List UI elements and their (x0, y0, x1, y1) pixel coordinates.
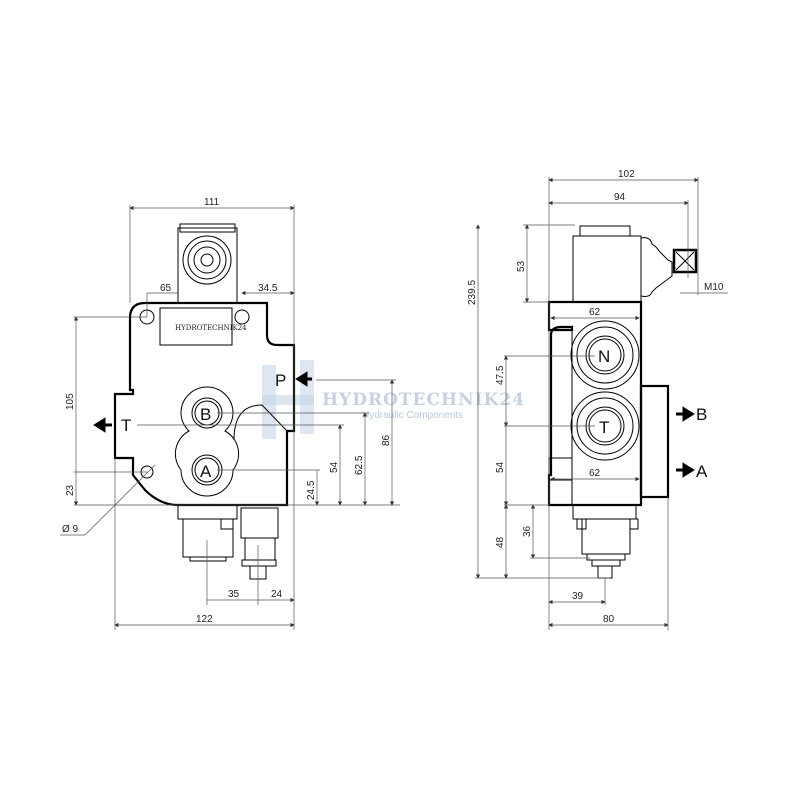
dim-35: 35 (228, 589, 240, 600)
drawing-line (585, 335, 625, 375)
port-label-t-side: T (599, 418, 609, 437)
drawing-line (588, 338, 622, 372)
dim-39: 39 (572, 591, 584, 602)
dim-47-5: 47.5 (495, 365, 506, 385)
dim-65: 65 (160, 283, 172, 294)
drawing-line (193, 246, 221, 274)
dim-86: 86 (381, 434, 392, 446)
dim-105: 105 (65, 393, 76, 410)
drawing-line (182, 235, 232, 285)
drawing-line (233, 404, 288, 441)
port-label-b: B (200, 405, 211, 424)
drawing-line (241, 559, 277, 567)
dim-dia-9: Ø 9 (62, 524, 79, 535)
drawing-line (174, 386, 240, 497)
dim-53: 53 (516, 260, 527, 272)
dim-62-5: 62.5 (354, 455, 365, 475)
dim-24: 24 (271, 589, 283, 600)
port-label-t: T (121, 416, 131, 435)
drawing-line (84, 464, 156, 536)
drawing-line (60, 205, 400, 630)
drawing-line (548, 457, 573, 481)
mounting-hole (234, 309, 250, 325)
dim-34-5: 34.5 (258, 283, 278, 294)
drawing-line (200, 253, 214, 267)
side-view: N T B A (467, 169, 728, 630)
drawing-line (187, 240, 227, 280)
port-label-a-side: A (696, 462, 708, 481)
drawing-line (570, 320, 640, 390)
watermark-brand: HYDROTECHNIK24 (322, 390, 525, 410)
port-label-n: N (598, 347, 610, 366)
dim-54-side: 54 (495, 461, 506, 473)
drawing-line (572, 504, 637, 520)
dim-36: 36 (522, 525, 533, 537)
drawing-line (579, 225, 631, 237)
arrow-out-b-icon (676, 406, 695, 422)
drawing-line (244, 537, 276, 561)
arrow-out-a-icon (676, 462, 695, 478)
relief-valve-nut (240, 507, 279, 539)
nameplate-brand: HYDROTECHNIK24 (175, 324, 247, 332)
dim-94: 94 (614, 192, 626, 203)
dim-24-5: 24.5 (306, 480, 317, 500)
watermark: HYDROTECHNIK24 Hydraulic Components (262, 360, 525, 439)
drawing-line (475, 177, 728, 630)
dim-62-bottom: 62 (589, 468, 601, 479)
drawing-line (576, 326, 634, 384)
drawing-line (220, 518, 234, 530)
port-label-p: P (275, 371, 286, 390)
dim-80: 80 (603, 614, 615, 625)
drawing-line (581, 518, 631, 555)
connector-plug (672, 248, 698, 274)
drawing-line (629, 518, 639, 530)
connector-boot (640, 237, 673, 297)
nameplate (159, 307, 233, 346)
arrow-in-icon (295, 371, 312, 387)
drawing-line (576, 518, 587, 530)
dim-62-top: 62 (589, 307, 601, 318)
dim-122: 122 (196, 614, 213, 625)
front-view: HYDROTECHNIK24 B A T P (60, 197, 400, 630)
drawing-line (189, 556, 227, 562)
dim-48: 48 (495, 536, 506, 548)
drawing-line (591, 559, 621, 567)
drawing-line (597, 565, 613, 579)
solenoid-housing (572, 235, 642, 303)
dim-m10: M10 (704, 282, 724, 293)
drawing-line (177, 504, 238, 520)
arrow-out-icon (93, 417, 112, 433)
drawing-line (179, 223, 236, 233)
port-label-b-side: B (696, 405, 707, 424)
valve-body-outline (113, 301, 296, 507)
dim-111: 111 (204, 197, 220, 208)
dim-54: 54 (329, 461, 340, 473)
port-block (639, 384, 670, 499)
port-label-a: A (200, 462, 212, 481)
dim-102: 102 (618, 169, 635, 180)
drawing-line (675, 251, 695, 271)
drawing-line (586, 553, 626, 561)
drawing-line (262, 395, 314, 405)
watermark-tagline: Hydraulic Components (362, 410, 463, 421)
dim-23: 23 (65, 484, 76, 496)
dim-239-5: 239.5 (467, 280, 478, 305)
drawing-line (182, 518, 234, 558)
